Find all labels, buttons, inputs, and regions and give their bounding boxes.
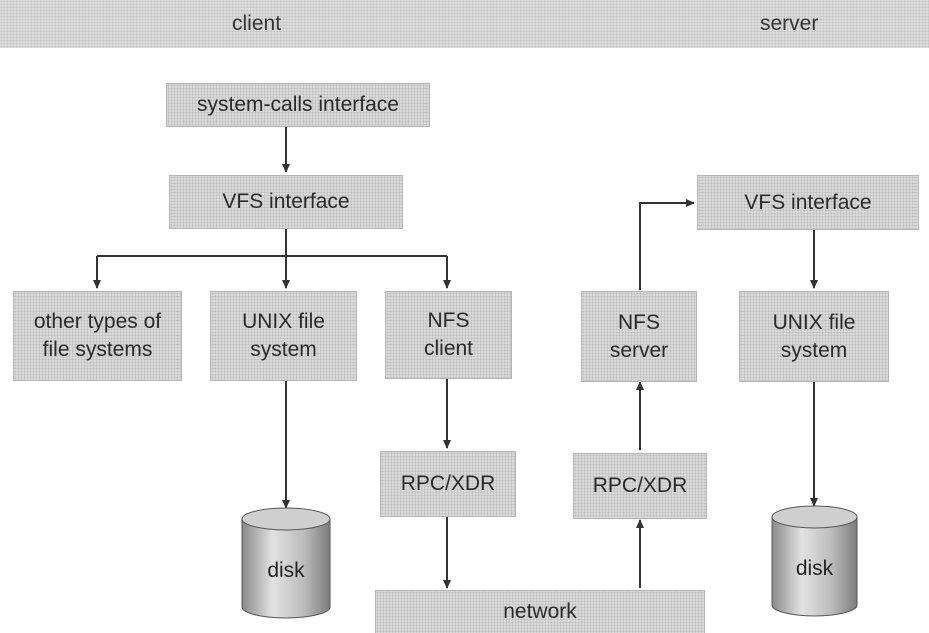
system-calls-interface-box: system-calls interface — [166, 83, 430, 127]
header-band — [0, 0, 929, 48]
client-disk: disk — [241, 507, 331, 619]
client-disk-cylinder-icon — [241, 507, 331, 619]
client-disk-label: disk — [267, 559, 305, 582]
client-heading: client — [232, 12, 282, 35]
server-rpc-xdr-box: RPC/XDR — [573, 453, 707, 519]
client-unix-file-system-box: UNIX file system — [210, 291, 357, 381]
server-disk-cylinder-icon — [771, 505, 858, 617]
nfs-server-box: NFS server — [581, 291, 697, 382]
network-box: network — [375, 590, 705, 633]
server-unix-file-system-box: UNIX file system — [739, 291, 889, 382]
client-vfs-interface-box: VFS interface — [169, 175, 403, 229]
client-rpc-xdr-box: RPC/XDR — [380, 451, 516, 517]
server-disk: disk — [771, 505, 858, 617]
arrow-nfs-server-to-vfs — [639, 199, 695, 290]
other-file-systems-box: other types of file systems — [13, 291, 182, 381]
server-vfs-interface-box: VFS interface — [697, 175, 919, 230]
nfs-client-box: NFS client — [385, 291, 512, 379]
server-heading: server — [760, 12, 819, 35]
server-disk-label: disk — [795, 557, 834, 580]
